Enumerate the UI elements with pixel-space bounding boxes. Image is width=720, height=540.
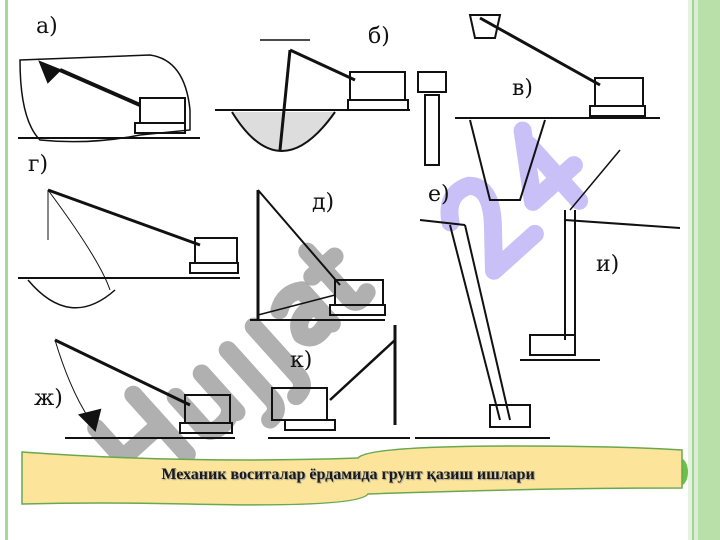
caption-text: Механик воситалар ёрдамида грунт қазиш и…	[161, 466, 535, 483]
caption-banner-shape	[21, 445, 688, 506]
figure-label-b: б)	[368, 24, 390, 49]
figure-b-drawing	[215, 39, 447, 166]
figure-d-drawing	[250, 189, 386, 321]
figure-label-i: и)	[596, 252, 620, 277]
figure-e-drawing	[415, 219, 550, 439]
figure-label-zh: ж)	[34, 386, 63, 411]
figure-k-drawing	[268, 325, 410, 439]
right-border-band	[688, 0, 720, 540]
figure-v-drawing	[455, 14, 660, 201]
caption-banner: Механик воситалар ёрдамида грунт қазиш и…	[18, 445, 688, 512]
figure-zh-drawing	[54, 338, 235, 439]
figure-i-drawing	[520, 149, 681, 361]
figure-label-v: в)	[512, 76, 533, 101]
figure-label-e: е)	[428, 182, 450, 207]
figure-label-g: г)	[28, 152, 49, 177]
figure-a-drawing	[18, 54, 200, 143]
figure-label-d: д)	[312, 190, 335, 215]
figure-label-k: к)	[290, 348, 313, 373]
figure-g-drawing	[18, 188, 240, 309]
figure-label-a: а)	[36, 14, 58, 39]
left-border	[5, 0, 8, 540]
